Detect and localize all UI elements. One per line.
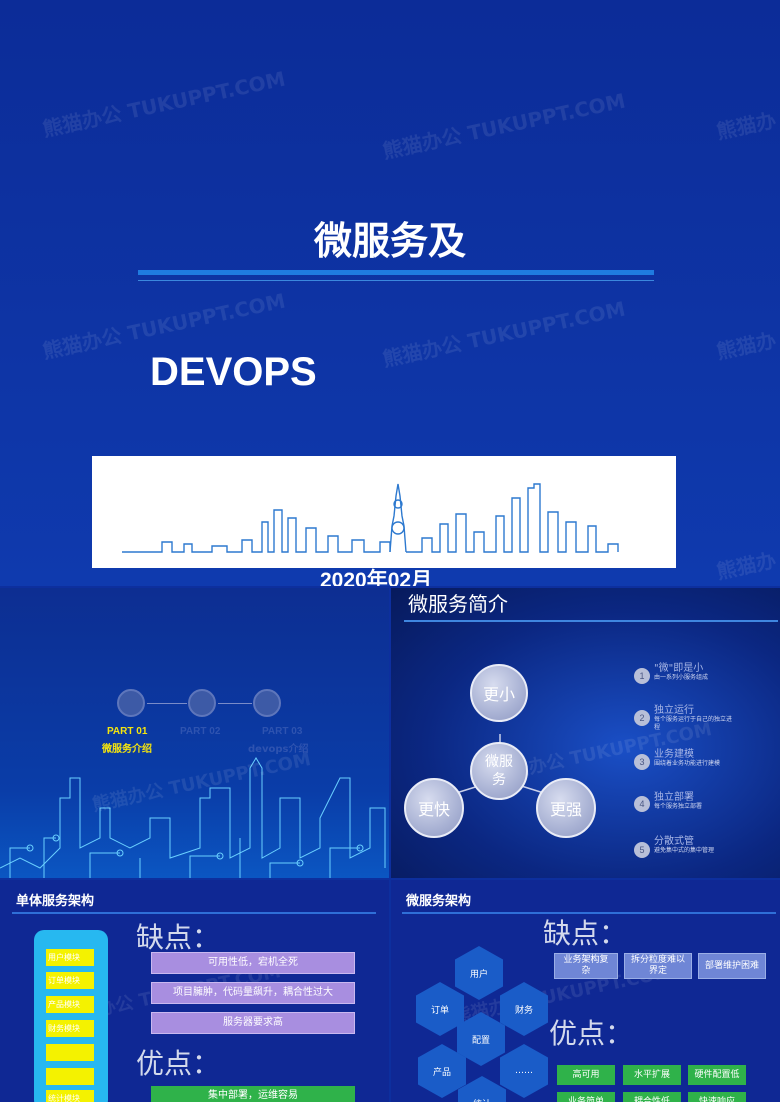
watermark: 熊猫办	[714, 547, 779, 584]
con-item: 部署维护困难	[698, 953, 766, 979]
pros-label: 优点：	[549, 1017, 634, 1050]
watermark: 熊猫办公 TUKUPPT.COM	[380, 88, 628, 164]
bubble-stronger: 更强	[536, 778, 596, 838]
slide-title: 微服务简介	[408, 592, 508, 616]
bubble-smaller: 更小	[470, 664, 528, 722]
agenda-connector	[218, 703, 252, 704]
agenda-part-num[interactable]: PART 03	[262, 726, 303, 737]
hex-user: 用户	[455, 946, 503, 1000]
agenda-part-num[interactable]: PART 02	[180, 726, 221, 737]
hex-finance: 财务	[500, 982, 548, 1036]
watermark: 熊猫办公 TUKUPPT.COM	[40, 66, 288, 142]
intro-slide[interactable]: 熊猫办公 TUKUPPT.COM	[391, 588, 780, 878]
megaphone-icon	[188, 689, 216, 717]
watermark: 熊猫办	[714, 107, 779, 144]
hex-product: 产品	[418, 1044, 466, 1098]
con-item: 项目臃肿，代码量飙升，耦合性过大	[151, 982, 355, 1004]
pro-item: 集中部署，运维容易	[151, 1086, 355, 1102]
watermark: 熊猫办	[714, 327, 779, 364]
con-item: 服务器要求高	[151, 1012, 355, 1034]
title-underline-thin	[138, 280, 654, 281]
pro-item: 耦合性低	[623, 1092, 681, 1102]
con-item: 可用性低，宕机全死	[151, 952, 355, 974]
slide-title: 微服务及	[313, 219, 466, 263]
title-underline	[12, 912, 376, 914]
pro-item: 硬件配置低	[688, 1065, 746, 1085]
title-underline	[138, 270, 654, 275]
module-box: 订单模块	[46, 972, 94, 989]
cons-label: 缺点：	[136, 921, 221, 954]
slide-title: 微服务架构	[406, 894, 472, 909]
step-number: 4	[634, 796, 650, 812]
title-underline	[404, 620, 778, 622]
circuit-city-icon	[0, 757, 386, 878]
agenda-part-label[interactable]: 微服务介绍	[102, 744, 152, 755]
pro-item: 高可用	[557, 1065, 615, 1085]
compass-icon	[253, 689, 281, 717]
agenda-part-label[interactable]: devops介绍	[248, 744, 309, 755]
module-box: 用户模块	[46, 949, 94, 966]
bubble-microservice: 微服 务	[470, 742, 528, 800]
watermark: 熊猫办公 TUKUPPT.COM	[380, 296, 628, 372]
step-title: 业务建模	[654, 749, 694, 760]
hex-more: ……	[500, 1044, 548, 1098]
bubble-faster: 更快	[404, 778, 464, 838]
slide-date: 2020年02月	[320, 569, 433, 586]
module-box: 统计模块	[46, 1090, 94, 1102]
skyline-banner	[92, 456, 676, 568]
step-desc: 由一系列小服务组成	[654, 674, 709, 681]
module-box: 产品模块	[46, 996, 94, 1013]
step-title: 独立部署	[654, 792, 694, 803]
step-desc: 围绕着业务功能进行建模	[654, 760, 721, 767]
city-skyline-icon	[122, 483, 619, 553]
module-box: 财务模块	[46, 1020, 94, 1037]
bubble-connectors	[452, 734, 548, 795]
agenda-part-num[interactable]: PART 01	[107, 726, 148, 737]
pros-label: 优点：	[136, 1047, 221, 1080]
step-title: 独立运行	[654, 705, 694, 716]
step-number: 2	[634, 710, 650, 726]
step-number: 1	[634, 668, 650, 684]
pro-item: 业务简单	[557, 1092, 615, 1102]
agenda-connector	[147, 703, 187, 704]
slide-subtitle: DEVOPS	[150, 350, 317, 394]
agenda-slide[interactable]: 熊猫办公 TUKUPPT.COM	[0, 588, 389, 878]
step-number: 5	[634, 842, 650, 858]
pro-item: 水平扩展	[623, 1065, 681, 1085]
module-box	[46, 1044, 94, 1061]
step-desc: 每个服务独立部署	[654, 803, 703, 810]
step-desc: 每个服务运行于自己的独立进 程	[654, 716, 733, 731]
step-title: "微"即是小	[654, 663, 704, 674]
pro-item: 快速响应	[688, 1092, 746, 1102]
hex-order: 订单	[416, 982, 464, 1036]
title-slide: 熊猫办公 TUKUPPT.COM 熊猫办公 TUKUPPT.COM 熊猫办 熊猫…	[0, 0, 780, 586]
title-underline	[402, 912, 776, 914]
cons-label: 缺点：	[543, 917, 628, 950]
step-number: 3	[634, 754, 650, 770]
con-item: 拆分粒度难以 界定	[624, 953, 692, 979]
step-desc: 避免集中式的集中管理	[654, 847, 715, 854]
module-box	[46, 1068, 94, 1085]
home-icon	[117, 689, 145, 717]
step-title: 分散式管	[654, 836, 694, 847]
slide-title: 单体服务架构	[16, 894, 95, 909]
con-item: 业务架构复 杂	[554, 953, 618, 979]
